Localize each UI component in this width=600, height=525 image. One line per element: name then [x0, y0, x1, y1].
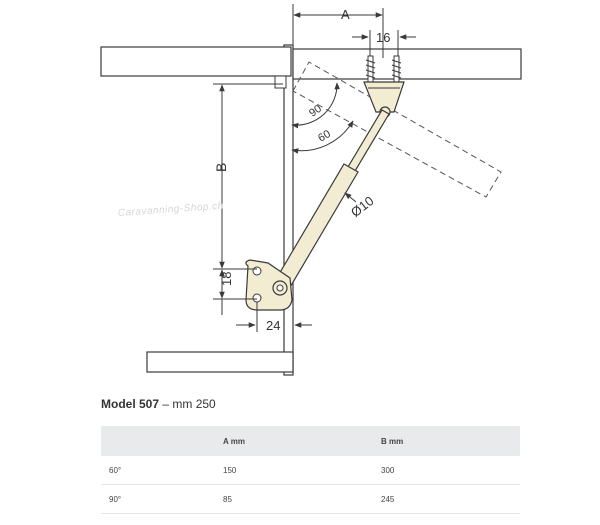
- table-row: 90° 85 245: [101, 484, 520, 514]
- table-cell-a: 150: [215, 456, 373, 485]
- table-cell-angle: 90°: [101, 484, 215, 514]
- bottom-panel: [146, 351, 294, 373]
- table-cell-a: 85: [215, 484, 373, 514]
- angle-arc-60: [291, 120, 354, 154]
- stop-block: [274, 75, 287, 89]
- model-size: mm 250: [172, 397, 216, 411]
- model-name: Model 507: [101, 397, 160, 411]
- dimension-a-label: A: [341, 7, 350, 22]
- dimension-16-label: 16: [376, 30, 390, 45]
- angle-label-60: 60: [316, 128, 333, 145]
- top-bracket: [363, 81, 405, 113]
- watermark: Caravanning-Shop.ch: [117, 201, 224, 219]
- table-header-angle: [101, 426, 215, 456]
- dimension-18-label: 18: [219, 272, 234, 286]
- opened-lid-outline: [292, 61, 502, 198]
- table-row: 60° 150 300: [101, 456, 520, 485]
- lid-panel: [292, 48, 522, 80]
- model-caption: Model 507 – mm 250: [101, 397, 216, 411]
- model-separator: –: [159, 397, 173, 411]
- stay-strut-diagram: 90 60 A 16 Ø10 B 18 24 Caravann: [100, 4, 522, 376]
- dimension-b-label: B: [213, 163, 229, 172]
- table-cell-b: 245: [373, 484, 520, 514]
- cabinet-side-wall: [283, 44, 294, 376]
- table-header-b: B mm: [373, 426, 520, 456]
- strut-rod: [344, 109, 390, 177]
- table-header-a: A mm: [215, 426, 373, 456]
- table-cell-b: 300: [373, 456, 520, 485]
- top-panel: [100, 46, 292, 77]
- dimension-24-label: 24: [266, 318, 280, 333]
- table-cell-angle: 60°: [101, 456, 215, 485]
- spec-table: A mm B mm 60° 150 300 90° 85 245: [101, 426, 520, 514]
- table-header-row: A mm B mm: [101, 426, 520, 456]
- diameter-label: Ø10: [348, 193, 377, 220]
- angle-label-90: 90: [307, 103, 324, 120]
